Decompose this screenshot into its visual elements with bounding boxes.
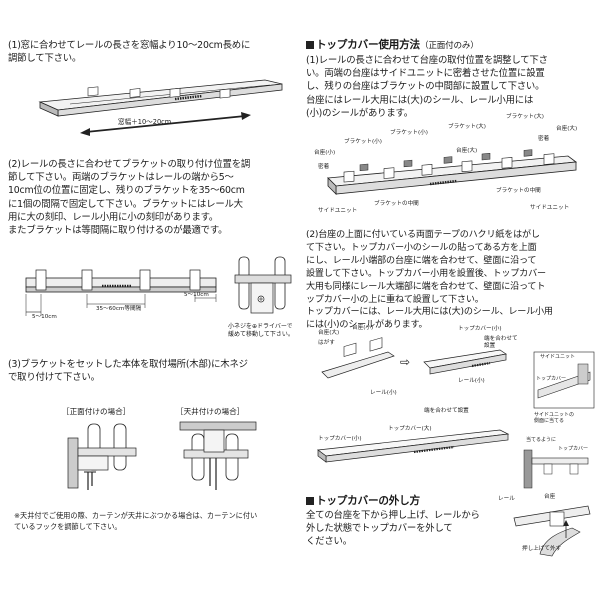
rail-illustration-2 (25, 269, 217, 316)
remove-illustration (513, 505, 591, 557)
side-unit-detail (533, 351, 595, 409)
cover-small-placement (423, 349, 507, 375)
label-side-unit: サイドユニット (540, 354, 576, 360)
label-rail-small: レール(小) (370, 390, 397, 396)
label-middle-2: ブラケットの中間 (496, 188, 541, 194)
cover-heading-sub: （正面付のみ） (419, 41, 479, 51)
cover-large-placement (317, 429, 510, 463)
label-bracket-large-2: ブラケット(大) (506, 114, 544, 120)
step1-dimension-label: 窓幅＋10～20cm (118, 118, 172, 126)
arrow-right-icon: ⇨ (400, 355, 411, 369)
front-mount-illustration (67, 423, 137, 490)
label-align-end-2: 端を合わせて設置 (424, 408, 469, 414)
label-bracket-small-2: ブラケット(小) (390, 130, 428, 136)
cover-heading-title: トップカバー使用方法 (316, 39, 420, 51)
left-step3-text: (3)ブラケットをセットした本体を取付場所(木部)に木ネジ で取り付けて下さい。 (8, 359, 248, 384)
cover-usage-heading: トップカバー使用方法（正面付のみ） (306, 37, 479, 52)
label-mount-small: 台座(小) (314, 150, 336, 156)
ceiling-mount-illustration (179, 421, 257, 490)
label-side-unit-note: サイドユニットの 側面に当てる (534, 412, 575, 425)
label-contact-2: 密着 (538, 136, 550, 142)
label-top-cover-2: トップカバー (558, 446, 589, 452)
label-mount: 台座 (544, 494, 556, 500)
step2-dim-middle: 35～60cm等間隔 (96, 306, 142, 312)
label-bracket-large-1: ブラケット(大) (448, 124, 486, 130)
label-push-up: 押し上げて外す (522, 546, 562, 552)
right-step1-text: (1)レールの長さに合わせて台座の取付位置を調整して下さ い。両端の台座はサイド… (306, 55, 548, 119)
label-top-cover-large: トップカバー(大) (388, 426, 432, 432)
label-mount-large-2: 台座(大) (556, 126, 578, 132)
label-rail-small-2: レール(小) (458, 378, 485, 384)
step2-dim-right: 5～10cm (184, 292, 209, 298)
heading-square-icon (306, 496, 314, 505)
remove-heading: トップカバーの外し方 (306, 493, 420, 508)
front-mount-label: ［正面付けの場合］ (62, 407, 131, 416)
label-rail: レール (498, 496, 515, 502)
mount-position-diagram (327, 149, 578, 195)
step2-screw-note: 小ネジを⊕ドライバーで 緩めて移動して下さい。 (228, 323, 294, 338)
heading-square-icon (306, 40, 314, 49)
left-step2-text: (2)レールの長さに合わせてブラケットの取り付け位置を調 節して下さい。両端のブ… (8, 159, 251, 237)
step2-dim-left: 5～10cm (32, 314, 57, 320)
ceiling-mount-label: ［天井付けの場合］ (176, 407, 245, 416)
left-footnote: ※天井付でご使用の際、カーテンが天井にぶつかる場合は、カーテンに付い ているフッ… (14, 511, 258, 531)
remove-instructions: 全ての台座を下から押し上げ、レールから 外した状態でトップカバーを外して くださ… (306, 510, 480, 548)
left-step1-text: (1)窓に合わせてレールの長さを窓幅より10～20cm長めに 調節して下さい。 (8, 40, 251, 65)
label-bracket-small-1: ブラケット(小) (344, 139, 382, 145)
bracket-closeup (234, 256, 292, 314)
label-mount-large-3: 台座(大) (318, 330, 340, 336)
label-align-end: 端を合わせて 設置 (484, 336, 518, 349)
label-top-cover: トップカバー (536, 376, 567, 382)
label-contact-1: 密着 (318, 164, 330, 170)
wall-contact-detail (523, 449, 589, 489)
label-top-cover-small-2: トップカバー(小) (318, 436, 362, 442)
remove-heading-title: トップカバーの外し方 (316, 495, 420, 507)
label-touch: 当てるように (526, 437, 557, 443)
peel-tape-illustration (321, 337, 395, 379)
right-step2-text: (2)台座の上面に付いている両面テープのハクリ紙をはがし て下さい。トップカバー… (306, 230, 553, 331)
label-side-unit-right: サイドユニット (530, 205, 570, 211)
label-top-cover-small: トップカバー(小) (458, 326, 502, 332)
label-mount-large-1: 台座(大) (456, 148, 478, 154)
label-middle-1: ブラケットの中間 (374, 201, 419, 207)
label-mount-small-2: 台座(小) (352, 325, 374, 331)
rail-illustration-1 (38, 79, 283, 136)
label-side-unit-left: サイドユニット (318, 208, 358, 214)
label-peel: はがす (318, 340, 335, 346)
